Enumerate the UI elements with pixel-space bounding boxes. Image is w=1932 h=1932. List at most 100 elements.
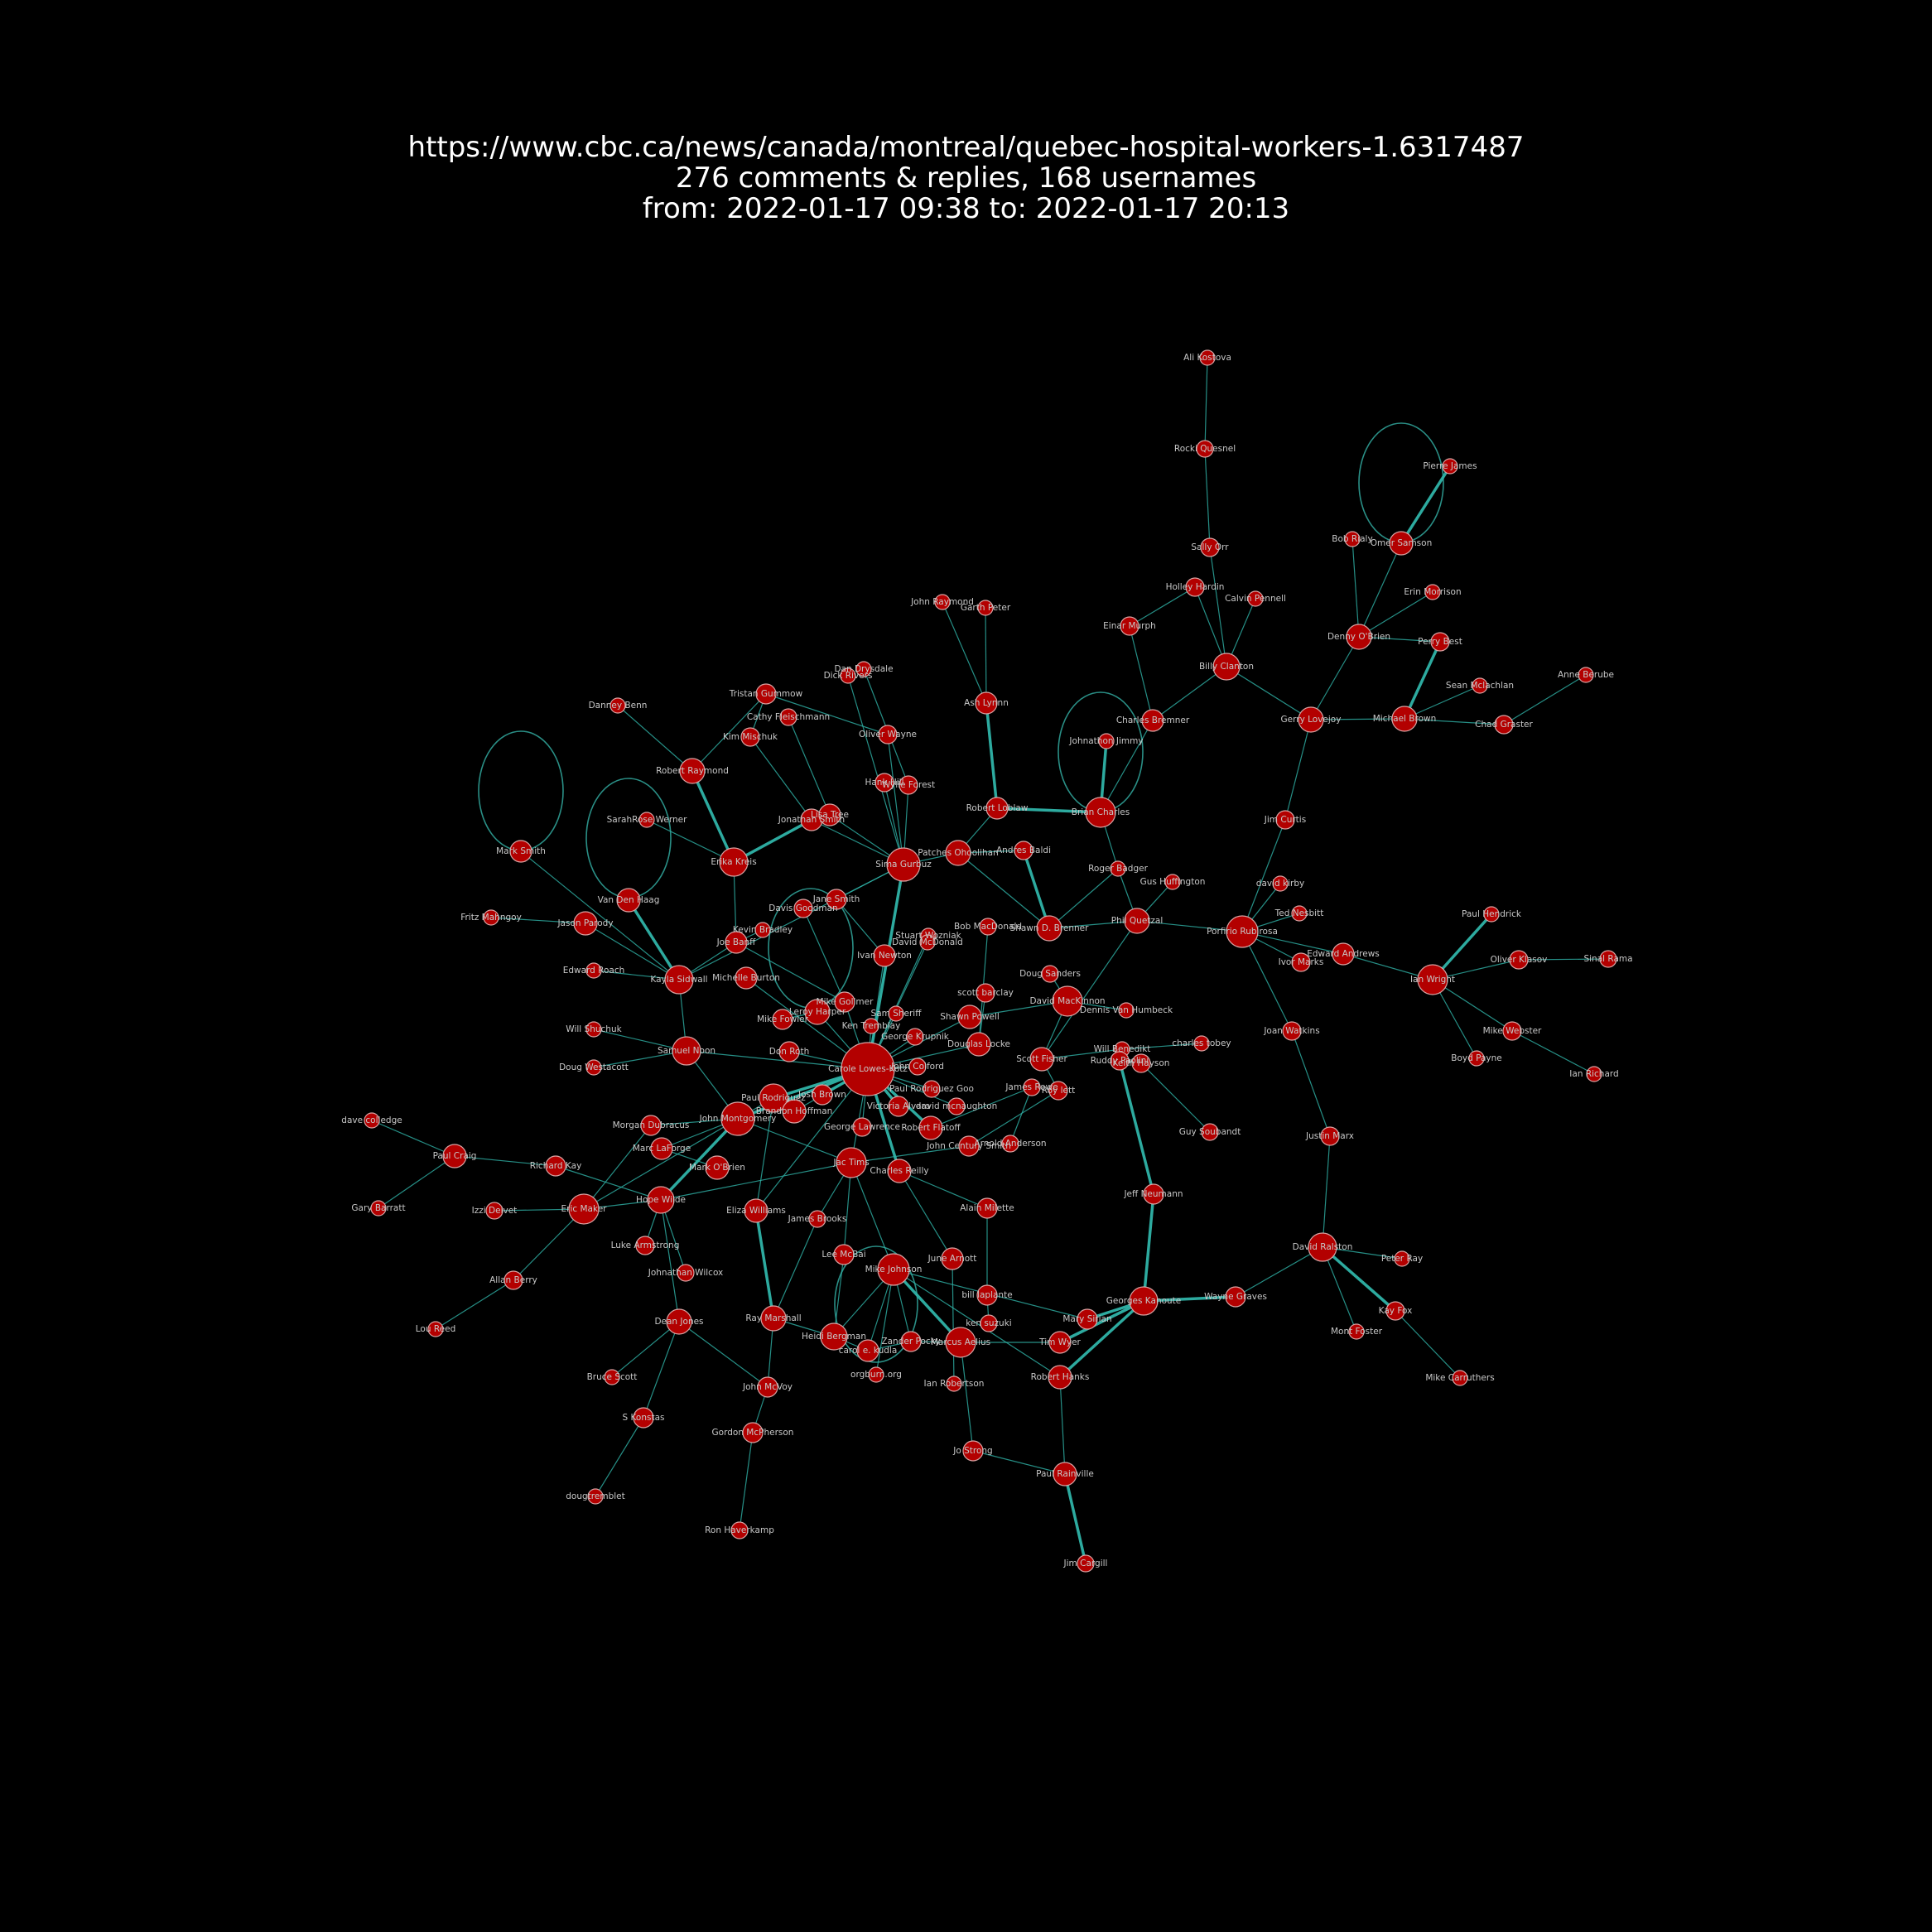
graph-node <box>635 1236 655 1255</box>
node-label: Mike Johnson <box>865 1265 923 1274</box>
node-label: Sally Orr <box>1191 542 1229 552</box>
node-label: Ash Lynnn <box>964 698 1009 708</box>
graph-edge <box>1059 1376 1066 1475</box>
graph-edge <box>773 1218 818 1319</box>
node-label: Michael Brown <box>1373 714 1437 724</box>
node-label: Scott Fisher <box>1016 1054 1067 1064</box>
graph-edge <box>802 908 846 1003</box>
node-label: Ted Nesbitt <box>1274 908 1324 918</box>
graph-node <box>1599 950 1617 968</box>
graph-node <box>485 1202 503 1220</box>
node-label: Don Roth <box>769 1047 810 1057</box>
node-label: Mark Smith <box>496 846 546 856</box>
graph-edge <box>892 1268 962 1344</box>
node-label: Dick Rivers <box>824 671 873 681</box>
graph-edge <box>1511 1030 1595 1075</box>
graph-edge <box>583 1125 652 1210</box>
graph-edge <box>788 716 831 816</box>
graph-node <box>1389 531 1414 556</box>
graph-edge <box>691 693 767 772</box>
graph-edge <box>754 1210 775 1319</box>
node-label: Leroy Harper <box>789 1007 846 1017</box>
graph-node <box>877 1253 910 1286</box>
graph-node <box>1417 964 1448 995</box>
graph-node <box>918 1115 943 1140</box>
graph-edge <box>887 734 904 865</box>
graph-node <box>1291 952 1311 972</box>
graph-node <box>1185 577 1205 597</box>
graph-node <box>1212 653 1241 681</box>
graph-edge <box>1358 542 1402 638</box>
node-label: Paul Craig <box>433 1151 477 1161</box>
node-label: Morgan Dubracus <box>613 1120 690 1130</box>
node-label: Carole Lowes-Kotz <box>828 1064 908 1074</box>
graph-node <box>923 1080 941 1098</box>
graph-node <box>1275 810 1295 830</box>
node-label: Hank Hill <box>865 778 903 788</box>
graph-edge <box>1322 1246 1357 1332</box>
node-label: scott barclay <box>957 988 1014 998</box>
node-label: Erika Kreis <box>711 857 756 867</box>
node-label: Paul Rodriguez Goo <box>889 1084 974 1094</box>
node-label: Kim Mischuk <box>723 732 778 742</box>
graph-node <box>1308 1232 1337 1262</box>
graph-edge <box>1041 1048 1123 1060</box>
graph-edge <box>1204 448 1211 548</box>
node-label: Mont Foster <box>1331 1327 1383 1337</box>
node-label: Danney Benn <box>589 701 648 711</box>
graph-edge <box>893 1269 1061 1378</box>
node-label: Sean Mclachlan <box>1446 681 1514 691</box>
node-label: Arnold Anderson <box>974 1139 1046 1149</box>
graph-edge <box>611 1321 680 1378</box>
node-label: Charles Bremner <box>1116 715 1190 725</box>
node-label: Fritz Mahngoy <box>460 913 522 923</box>
graph-edge <box>691 770 735 863</box>
graph-node <box>1272 875 1289 892</box>
graph-edge <box>765 693 889 735</box>
graph-node <box>833 1244 855 1265</box>
graph-node <box>1344 531 1361 547</box>
graph-node <box>719 847 749 877</box>
graph-node <box>979 918 997 936</box>
graph-node <box>757 1376 778 1398</box>
title-date-range: from: 2022-01-17 09:38 to: 2022-01-17 20… <box>642 192 1290 225</box>
node-label: Zander Pocky <box>881 1337 940 1347</box>
node-label: Davis Goodman <box>768 903 837 913</box>
graph-node <box>633 1407 654 1429</box>
node-label: Shawn Powell <box>940 1012 1000 1022</box>
node-label: Phil Quetzal <box>1111 916 1164 926</box>
node-label: Jason Parody <box>556 918 613 928</box>
node-label: Edward Roach <box>563 966 625 976</box>
graph-node <box>934 594 951 610</box>
graph-node <box>1129 1286 1159 1316</box>
graph-node <box>1385 1301 1405 1321</box>
node-label: Will Shuchuk <box>566 1024 622 1034</box>
graph-title: https://www.cbc.ca/news/canada/montreal/… <box>0 132 1932 224</box>
graph-node <box>1468 1050 1485 1067</box>
graph-node <box>836 1147 867 1178</box>
graph-edge <box>513 1208 585 1281</box>
graph-node <box>1225 1286 1246 1308</box>
graph-edge <box>1404 685 1481 720</box>
graph-node <box>962 1440 984 1462</box>
graph-edge <box>1241 931 1344 955</box>
node-label: Mike Fowler <box>757 1014 809 1024</box>
self-loop <box>478 730 564 851</box>
node-label: Omer Samson <box>1371 538 1432 548</box>
node-label: Chad Graster <box>1475 720 1533 730</box>
graph-edge <box>555 1165 662 1201</box>
graph-node <box>740 727 760 747</box>
graph-edge <box>435 1279 514 1330</box>
graph-node <box>1502 1021 1522 1041</box>
graph-node <box>1391 706 1418 732</box>
node-label: Einar Murph <box>1103 621 1156 631</box>
graph-node <box>616 888 641 913</box>
node-label: Georges Kanoute <box>1106 1296 1182 1306</box>
node-label: ken suzuki <box>966 1318 1011 1328</box>
graph-node <box>852 1117 872 1137</box>
graph-node <box>977 600 994 616</box>
graph-node <box>509 840 532 863</box>
graph-node <box>899 775 918 795</box>
node-label: Calvin Pennell <box>1225 594 1286 604</box>
node-label: George Lawrence <box>824 1122 900 1132</box>
